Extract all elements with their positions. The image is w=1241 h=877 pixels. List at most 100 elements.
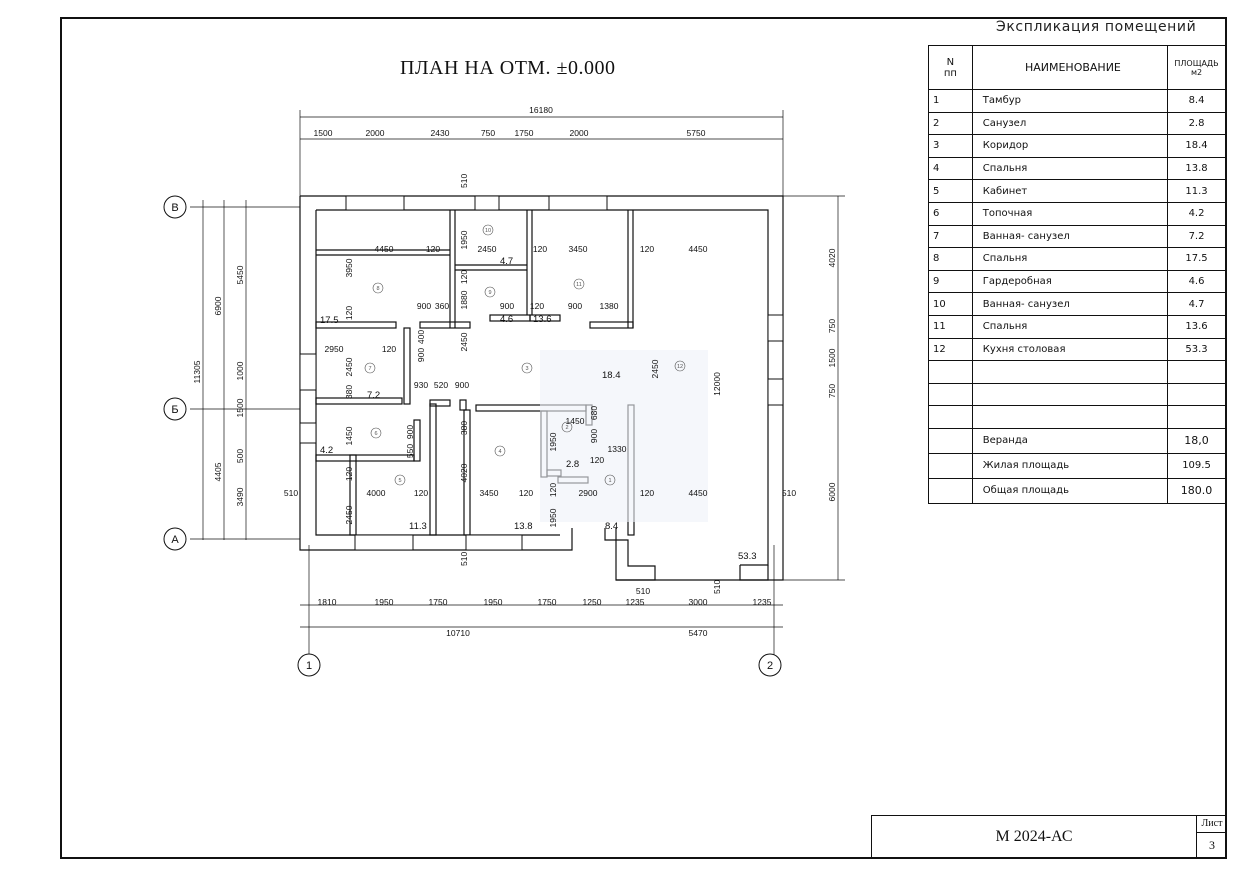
svg-text:8: 8 — [376, 286, 379, 292]
svg-text:10710: 10710 — [446, 628, 470, 638]
row-number: 1 — [928, 89, 973, 113]
svg-text:120: 120 — [590, 455, 604, 465]
svg-text:120: 120 — [344, 306, 354, 320]
area-room-2: 2.8 — [566, 459, 579, 470]
svg-text:11: 11 — [576, 282, 582, 288]
svg-text:4450: 4450 — [689, 244, 708, 254]
row-number: 6 — [928, 201, 973, 226]
svg-text:900: 900 — [417, 301, 431, 311]
svg-text:4020: 4020 — [459, 463, 469, 482]
svg-text:900: 900 — [500, 301, 514, 311]
svg-text:900: 900 — [568, 301, 582, 311]
sheet-box: Лист 3 — [1196, 816, 1227, 857]
svg-text:520: 520 — [434, 380, 448, 390]
svg-text:9: 9 — [488, 290, 491, 296]
highlight-area — [540, 350, 708, 522]
svg-text:680: 680 — [589, 406, 599, 420]
plan-title: ПЛАН НА ОТМ. ±0.000 — [400, 57, 616, 79]
svg-text:5: 5 — [398, 478, 401, 484]
svg-text:750: 750 — [481, 128, 495, 138]
axis-2: 2 — [767, 660, 773, 672]
row-number: 8 — [928, 247, 973, 271]
svg-text:1000: 1000 — [235, 361, 245, 380]
svg-text:6: 6 — [374, 431, 377, 437]
axis-a: А — [171, 534, 179, 546]
area-room-3: 18.4 — [602, 370, 621, 381]
row-number: 11 — [928, 314, 973, 339]
svg-text:750: 750 — [827, 384, 837, 398]
svg-text:1880: 1880 — [459, 290, 469, 309]
svg-text:2900: 2900 — [579, 488, 598, 498]
svg-text:5450: 5450 — [235, 265, 245, 284]
svg-text:12000: 12000 — [712, 372, 722, 396]
title-block: М 2024-АС Лист 3 — [871, 815, 1227, 859]
table-row — [928, 360, 1226, 384]
svg-text:5750: 5750 — [687, 128, 706, 138]
svg-text:510: 510 — [284, 488, 298, 498]
table-row — [928, 382, 1226, 407]
svg-text:4020: 4020 — [827, 248, 837, 267]
svg-text:360: 360 — [435, 301, 449, 311]
room-name: Кабинет — [971, 179, 1169, 203]
svg-text:2: 2 — [565, 425, 568, 431]
room-area: 11.3 — [1167, 179, 1226, 203]
svg-text:120: 120 — [519, 488, 533, 498]
svg-text:1950: 1950 — [375, 597, 394, 607]
svg-text:400: 400 — [416, 330, 426, 344]
svg-text:120: 120 — [382, 344, 396, 354]
svg-text:1450: 1450 — [344, 426, 354, 445]
svg-text:900: 900 — [405, 425, 415, 439]
room-area: 4.2 — [1167, 201, 1226, 226]
svg-text:1500: 1500 — [827, 348, 837, 367]
svg-text:1500: 1500 — [314, 128, 333, 138]
room-area: 13.8 — [1167, 156, 1226, 181]
svg-text:1950: 1950 — [548, 432, 558, 451]
svg-text:3000: 3000 — [689, 597, 708, 607]
svg-text:120: 120 — [530, 301, 544, 311]
room-area: 17.5 — [1167, 247, 1226, 271]
svg-text:120: 120 — [640, 244, 654, 254]
svg-text:1500: 1500 — [235, 398, 245, 417]
svg-text:1235: 1235 — [626, 597, 645, 607]
svg-text:7: 7 — [368, 366, 371, 372]
svg-text:4450: 4450 — [689, 488, 708, 498]
svg-text:12: 12 — [677, 364, 683, 370]
svg-text:10: 10 — [485, 228, 491, 234]
svg-text:5470: 5470 — [689, 628, 708, 638]
total-row: Общая площадь 180.0 — [928, 477, 1226, 504]
svg-text:2950: 2950 — [325, 344, 344, 354]
svg-text:1750: 1750 — [538, 597, 557, 607]
svg-text:120: 120 — [414, 488, 428, 498]
row-number: 2 — [928, 111, 973, 136]
svg-text:510: 510 — [459, 174, 469, 188]
svg-text:500: 500 — [235, 449, 245, 463]
svg-text:6900: 6900 — [213, 296, 223, 315]
svg-text:2450: 2450 — [650, 359, 660, 378]
svg-text:380: 380 — [459, 421, 469, 435]
svg-text:2000: 2000 — [366, 128, 385, 138]
svg-text:1810: 1810 — [318, 597, 337, 607]
col-n-sub: пп — [943, 67, 957, 79]
drawing-code: М 2024-АС — [995, 828, 1073, 845]
svg-text:900: 900 — [589, 429, 599, 443]
svg-text:120: 120 — [459, 270, 469, 284]
svg-text:2450: 2450 — [344, 357, 354, 376]
room-name: Топочная — [971, 201, 1169, 226]
svg-text:1750: 1750 — [515, 128, 534, 138]
room-area: 18.4 — [1167, 134, 1226, 158]
room-name: Кухня столовая — [971, 337, 1169, 362]
row-number: 7 — [928, 224, 973, 249]
svg-text:1: 1 — [608, 478, 611, 484]
room-area: 8.4 — [1167, 89, 1226, 113]
room-name: Ванная- санузел — [971, 224, 1169, 249]
